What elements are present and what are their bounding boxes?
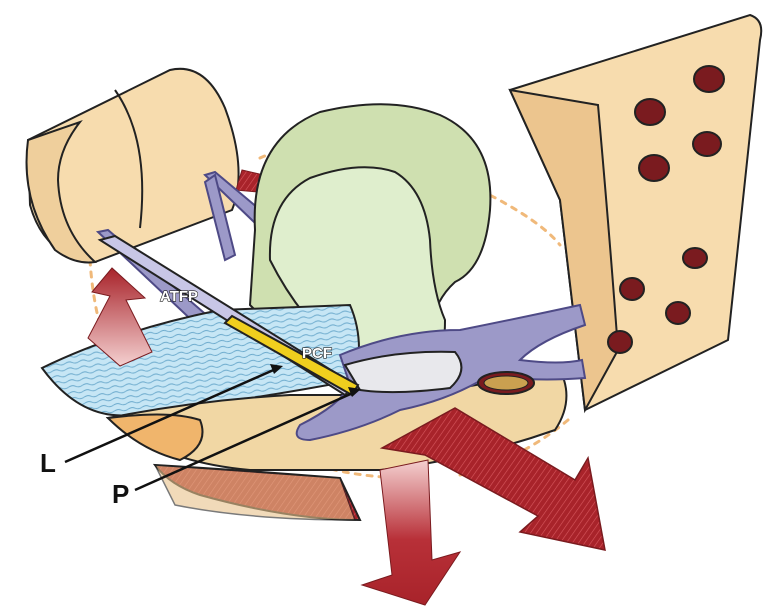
label-p: P [112,479,129,509]
downward-force-arrow [362,460,460,605]
label-pcf: PCF [302,345,332,362]
label-atfp: ATFP [160,288,198,305]
sacrum-block [510,15,761,410]
label-l: L [40,448,56,478]
pubic-bone-block [27,69,239,263]
